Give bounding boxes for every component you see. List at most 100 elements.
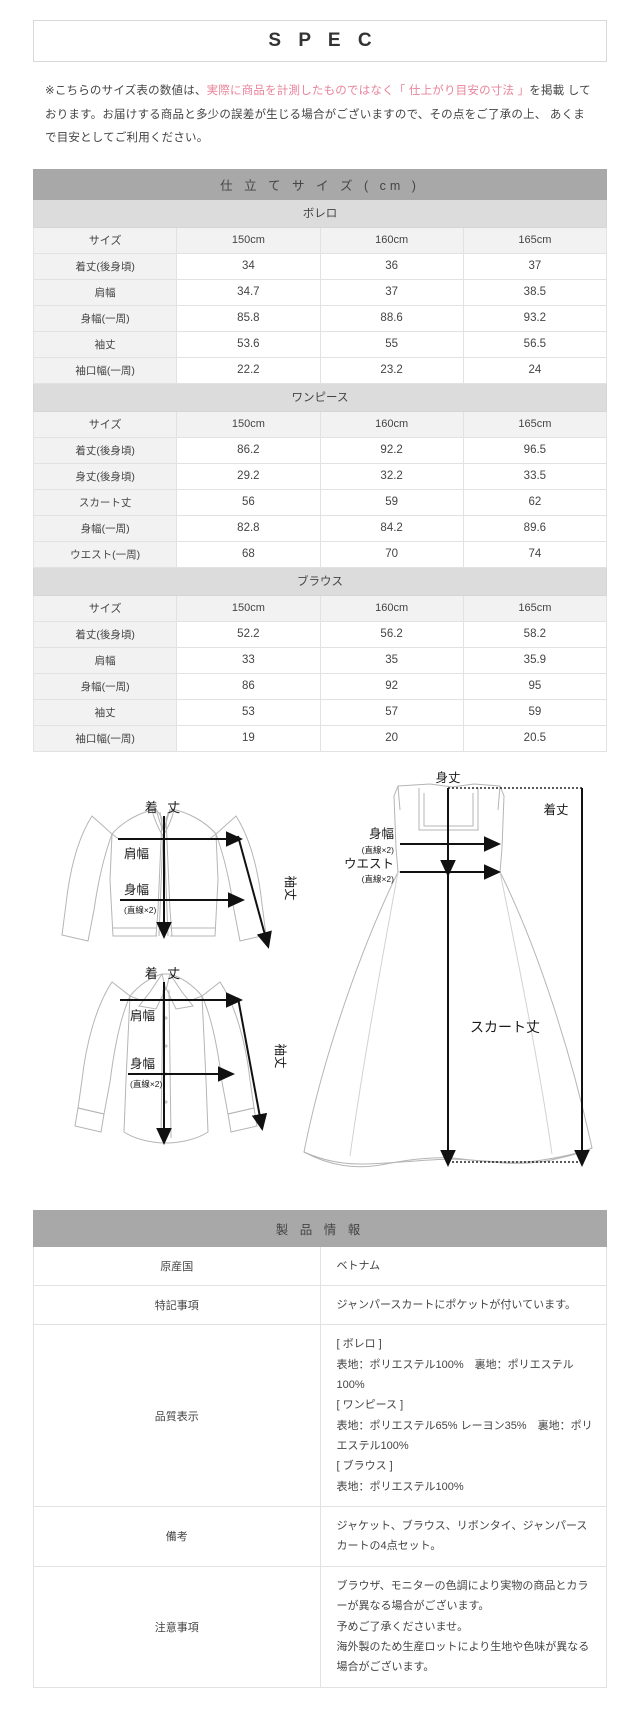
size-group-header-row: ボレロ	[33, 198, 607, 228]
product-info-row: 品質表示[ ボレロ ]表地：ポリエステル100% 裏地：ポリエステル100%[ …	[33, 1324, 607, 1508]
measurement-value: 62	[462, 488, 608, 516]
measurement-value: 36	[319, 252, 464, 280]
dress-bodywidth-note: (直線×2)	[362, 845, 395, 855]
product-info-row: 備考ジャケット、ブラウス、リボンタイ、ジャンパースカートの4点セット。	[33, 1506, 607, 1567]
size-column-header: 160cm	[319, 410, 464, 438]
blouse-shoulder-label: 肩幅	[130, 1008, 155, 1023]
measurement-value: 55	[319, 330, 464, 358]
measurement-label: 袖丈	[32, 698, 178, 726]
dress-bodywidth-label: 身幅	[369, 826, 394, 841]
product-info-line: 海外製のため生産ロットにより生地や色味が異なる場合がございます。	[336, 1640, 590, 1674]
product-info-line: [ ブラウス ]	[336, 1460, 393, 1473]
measurement-value: 89.6	[462, 514, 608, 542]
page-title: S P E C	[268, 30, 378, 51]
size-table-main-header-row: 仕 立 て サ イ ズ ( cm )	[33, 168, 607, 200]
product-info-table: 製 品 情 報 原産国ベトナム特記事項ジャンパースカートにポケットが付いています…	[33, 1209, 607, 1688]
intro-line3: あくまで目安としてご利用ください。	[45, 108, 586, 145]
product-info-label: 注意事項	[33, 1565, 321, 1688]
bolero-shoulder-label: 肩幅	[124, 846, 149, 861]
measurement-label: 身幅(一周)	[32, 304, 178, 332]
measurement-label: 着丈(後身頃)	[32, 252, 178, 280]
measurement-value: 74	[462, 540, 608, 568]
bolero-length-label: 着 丈	[145, 800, 184, 815]
product-info-value: ベトナム	[319, 1245, 607, 1287]
bolero-bodywidth-label: 身幅	[124, 882, 149, 897]
product-info-row: 原産国ベトナム	[33, 1245, 607, 1287]
dress-outline	[303, 783, 593, 1167]
measurement-value: 85.8	[176, 304, 321, 332]
blouse-outline	[74, 973, 258, 1144]
measurement-value: 93.2	[462, 304, 608, 332]
product-info-value: ジャンパースカートにポケットが付いています。	[319, 1285, 607, 1326]
measurement-value: 53.6	[176, 330, 321, 358]
product-info-line: [ ボレロ ]	[336, 1338, 382, 1351]
measurement-value: 95	[462, 672, 608, 700]
measurement-value: 56.2	[319, 620, 464, 648]
measurement-value: 35	[319, 646, 464, 674]
measurement-value: 68	[176, 540, 321, 568]
blouse-bodywidth-label: 身幅	[130, 1056, 155, 1071]
dress-totallength-label: 着丈	[543, 802, 568, 817]
measurement-value: 56	[176, 488, 321, 516]
size-column-header: 160cm	[319, 226, 464, 254]
measurement-value: 34	[176, 252, 321, 280]
measurement-value: 52.2	[176, 620, 321, 648]
measurement-value: 70	[319, 540, 464, 568]
bolero-diagram: 着 丈 肩幅 身幅 (直線×2) 袖丈	[61, 800, 298, 949]
dress-bodylength-label: 身丈	[435, 770, 460, 785]
measurement-value: 86	[176, 672, 321, 700]
blouse-bodywidth-note: (直線×2)	[130, 1079, 163, 1089]
product-info-line: ジャンパースカートにポケットが付いています。	[336, 1299, 576, 1312]
spec-page: S P E C ※こちらのサイズ表の数値は、実際に商品を計測したものではなく「 …	[0, 20, 640, 1688]
measurement-value: 57	[319, 698, 464, 726]
size-column-header: 165cm	[462, 226, 608, 254]
garment-diagrams: 着 丈 肩幅 身幅 (直線×2) 袖丈	[0, 760, 640, 1190]
bolero-bodywidth-note: (直線×2)	[124, 905, 157, 915]
product-info-label: 備考	[33, 1506, 321, 1567]
intro-line1-post: を掲載	[529, 85, 565, 97]
intro-line2: しております。お届けする商品と多少の誤差が生じる場合がございますので、その点をご…	[45, 85, 591, 121]
size-axis-label: サイズ	[32, 594, 178, 622]
measurement-value: 37	[319, 278, 464, 306]
product-info-value: [ ボレロ ]表地：ポリエステル100% 裏地：ポリエステル100%[ ワンピー…	[319, 1324, 607, 1508]
product-info-header: 製 品 情 報	[33, 1209, 607, 1247]
measurement-value: 88.6	[319, 304, 464, 332]
measurement-value: 33.5	[462, 462, 608, 490]
product-info-line: [ ワンピース ]	[336, 1399, 404, 1412]
size-group-header-row: ワンピース	[33, 382, 607, 412]
measurement-value: 53	[176, 698, 321, 726]
measurement-value: 92	[319, 672, 464, 700]
measurement-label: 肩幅	[32, 646, 178, 674]
measurement-value: 19	[176, 724, 321, 752]
product-info-wrapper: 製 品 情 報 原産国ベトナム特記事項ジャンパースカートにポケットが付いています…	[33, 1209, 607, 1688]
blouse-diagram: 着 丈 肩幅 身幅 (直線×2) 袖丈	[74, 966, 288, 1145]
product-info-header-row: 製 品 情 報	[33, 1209, 607, 1247]
size-column-header: 165cm	[462, 594, 608, 622]
measurement-label: 身幅(一周)	[32, 514, 178, 542]
dress-waist-note: (直線×2)	[362, 874, 395, 884]
measurement-label: 着丈(後身頃)	[32, 620, 178, 648]
dress-diagram: 身丈 身幅 (直線×2) ウエスト (直線×2) スカート丈 着丈	[303, 770, 593, 1167]
measurement-value: 82.8	[176, 514, 321, 542]
product-info-line: ジャケット、ブラウス、リボンタイ、ジャンパースカートの4点セット。	[336, 1520, 588, 1553]
size-group-header: ブラウス	[33, 566, 607, 596]
size-table-main-header: 仕 立 て サ イ ズ ( cm )	[33, 168, 607, 200]
blouse-sleeve-label: 袖丈	[273, 1043, 288, 1068]
measurement-label: 袖口幅(一周)	[32, 724, 178, 752]
measurement-value: 35.9	[462, 646, 608, 674]
bolero-sleeve-arrow	[237, 835, 272, 949]
size-column-header: 160cm	[319, 594, 464, 622]
spec-title-box: S P E C	[33, 20, 607, 62]
